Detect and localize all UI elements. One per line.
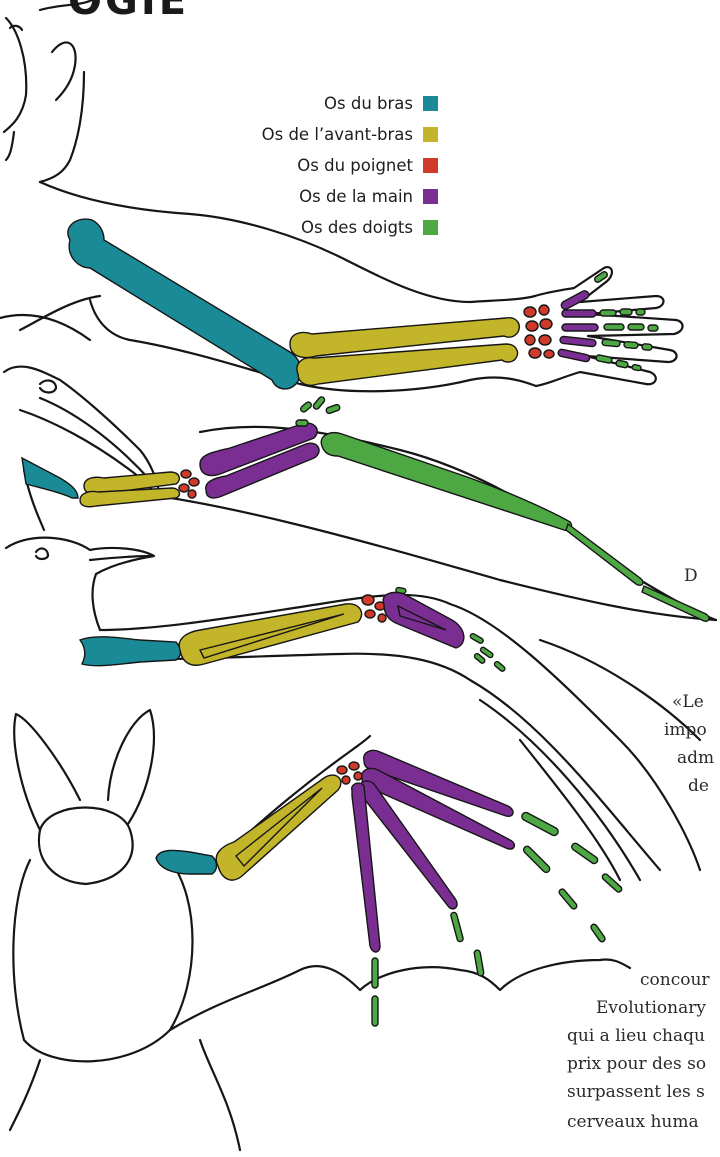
human-wrist-bones (524, 305, 554, 358)
text-fragment: adm (677, 748, 714, 768)
pterosaur-wrist-bones (179, 470, 199, 498)
green-square-icon (423, 220, 438, 235)
text-fragment: D (684, 566, 698, 586)
legend-label: Os des doigts (301, 218, 413, 237)
bat-radius-ulna (216, 775, 341, 880)
bat-figure (10, 710, 630, 1150)
bat-left-leg (10, 1060, 40, 1130)
legend-label: Os du bras (324, 94, 413, 113)
pterosaur-crest (0, 315, 90, 340)
human-face-outline (4, 18, 26, 132)
legend-label: Os du poignet (297, 156, 413, 175)
olive-square-icon (423, 127, 438, 142)
legend-item-hand: Os de la main (262, 181, 438, 212)
bird-head (6, 538, 154, 630)
bat-wing-bones (156, 750, 623, 1026)
text-fragment: concour (640, 970, 710, 990)
bat-right-ear (108, 710, 154, 824)
text-fragment: qui a lieu chaqu (567, 1026, 705, 1046)
human-hair-line (40, 0, 92, 10)
human-humerus (68, 219, 301, 389)
bat-right-leg (200, 1040, 240, 1150)
legend: Os du bras Os de l’avant-bras Os du poig… (262, 88, 438, 243)
pterosaur-eye (40, 381, 56, 393)
human-arm-bones (68, 219, 658, 389)
text-fragment: Evolutionary (596, 998, 706, 1018)
bat-humerus (156, 850, 217, 874)
legend-item-forearm: Os de l’avant-bras (262, 119, 438, 150)
bird-humerus (80, 637, 181, 666)
pterosaur-beak-line (40, 398, 150, 480)
human-eye (10, 26, 22, 30)
bird-eye (36, 549, 48, 559)
bat-head (39, 808, 133, 885)
text-fragment: surpassent les s (567, 1082, 705, 1102)
pterosaur-hand-bones (200, 423, 319, 498)
red-square-icon (423, 158, 438, 173)
legend-item-fingers: Os des doigts (262, 212, 438, 243)
legend-label: Os de la main (299, 187, 413, 206)
human-neck-back (40, 72, 84, 182)
bat-left-ear (14, 714, 80, 830)
human-ear (52, 42, 76, 100)
pterosaur-finger-bones (296, 396, 709, 622)
bat-hand-bones (352, 750, 515, 952)
human-neck-front (6, 132, 14, 160)
legend-item-arm: Os du bras (262, 88, 438, 119)
text-fragment: impo (664, 720, 707, 740)
legend-label: Os de l’avant-bras (262, 125, 413, 144)
text-fragment: de (688, 776, 709, 796)
bird-hand-bones (383, 592, 464, 648)
legend-item-wrist: Os du poignet (262, 150, 438, 181)
human-chest (20, 296, 100, 330)
teal-square-icon (423, 96, 438, 111)
text-fragment: cerveaux huma (567, 1112, 699, 1132)
bird-wrist-bones (362, 595, 386, 622)
bird-figure (6, 538, 700, 880)
text-fragment: «Le (672, 692, 704, 712)
bat-wing-edge (170, 959, 630, 1030)
human-finger-bones (594, 271, 658, 371)
purple-square-icon (423, 189, 438, 204)
text-fragment: prix pour des so (567, 1054, 706, 1074)
bat-body (13, 860, 192, 1061)
pterosaur-wing-bones (22, 396, 709, 622)
